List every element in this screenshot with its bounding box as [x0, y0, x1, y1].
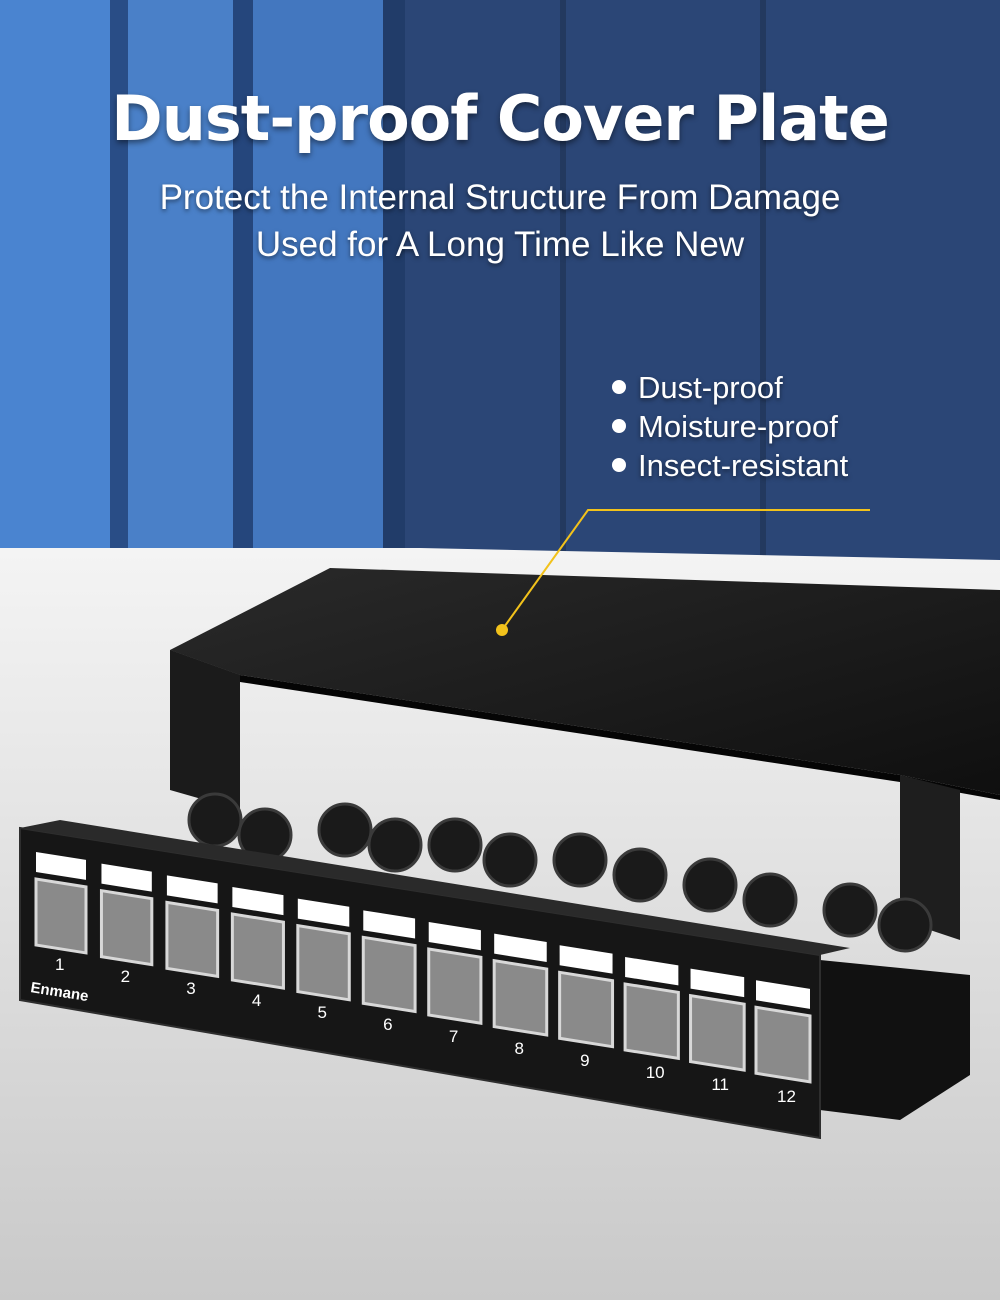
- port-window: [361, 935, 417, 1014]
- port-label-strip: [232, 886, 284, 916]
- port-number-label: 6: [383, 1015, 392, 1034]
- port-number-label: 1: [55, 955, 64, 974]
- port-window: [99, 888, 154, 967]
- port-number-label: 11: [711, 1075, 729, 1094]
- keystone-clips-row: [187, 792, 933, 953]
- port-window: [558, 970, 615, 1049]
- feature-label: Moisture-proof: [638, 409, 838, 444]
- port-label-strip: [101, 863, 152, 892]
- port-label-strip: [494, 933, 547, 962]
- port-number-label: 12: [777, 1087, 796, 1106]
- port-window: [623, 982, 680, 1061]
- port-number-label: 8: [514, 1039, 523, 1058]
- panel-tray: [820, 960, 970, 1120]
- port-number-label: 2: [121, 967, 130, 986]
- subheadline-line-2: Used for A Long Time Like New: [255, 225, 745, 264]
- port-number-label: 7: [449, 1027, 458, 1046]
- port-number-label: 4: [252, 991, 261, 1010]
- port-label-strip: [690, 968, 745, 998]
- feature-label: Dust-proof: [638, 370, 783, 405]
- port-window: [492, 958, 549, 1037]
- port-label-strip: [363, 910, 416, 939]
- bullet-icon: [612, 457, 626, 472]
- port-window: [427, 947, 483, 1025]
- port-label-strip: [428, 921, 481, 951]
- port-label-strip: [625, 956, 679, 986]
- bullet-icon: [612, 379, 626, 394]
- port-window: [34, 877, 88, 955]
- port-window: [230, 912, 285, 990]
- dust-proof-cover-plate: [170, 568, 1000, 940]
- feature-label: Insect-resistant: [638, 448, 849, 483]
- port-window: [689, 993, 746, 1072]
- callout-line: [496, 509, 870, 636]
- feature-item: Moisture-proof: [612, 407, 848, 446]
- port-label-strip: [166, 875, 218, 904]
- feature-item: Dust-proof: [612, 368, 848, 407]
- subheadline-line-1: Protect the Internal Structure From Dama…: [159, 178, 841, 217]
- port-window: [165, 900, 220, 979]
- headline: Dust-proof Cover Plate: [111, 82, 890, 155]
- port-label-strip: [36, 852, 86, 880]
- blue-wall-background: [0, 0, 1000, 620]
- bullet-icon: [612, 418, 626, 433]
- feature-item: Insect-resistant: [612, 446, 848, 485]
- feature-list: Dust-proof Moisture-proof Insect-resista…: [612, 368, 848, 485]
- port-label-strip: [559, 945, 613, 974]
- port-label-strip: [297, 898, 350, 927]
- port-window: [296, 923, 351, 1002]
- port-number-label: 5: [318, 1003, 327, 1022]
- port-number-label: 10: [646, 1063, 665, 1082]
- port-number-label: 3: [186, 979, 195, 998]
- patch-panel-front: [19, 820, 850, 1140]
- port-windows: [34, 852, 812, 1084]
- port-window: [754, 1005, 812, 1084]
- port-number-label: 9: [580, 1051, 589, 1070]
- port-label-strip: [756, 980, 810, 1009]
